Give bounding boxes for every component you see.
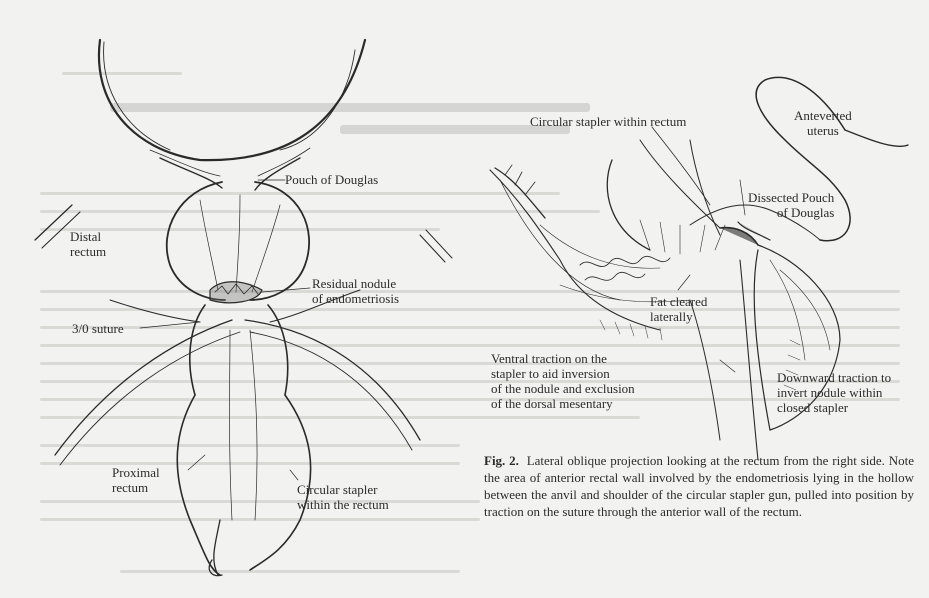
- figure-caption: Fig. 2. Lateral oblique projection looki…: [484, 452, 914, 520]
- label-downward-traction: Downward traction to invert nodule withi…: [777, 370, 891, 415]
- label-circular-stapler-right: Circular stapler within rectum: [530, 114, 686, 129]
- left-figure-drawing: [35, 40, 452, 576]
- label-pouch-of-douglas: Pouch of Douglas: [285, 172, 378, 187]
- caption-text: Lateral oblique projection looking at th…: [484, 453, 914, 519]
- label-anteverted-uterus: Anteverted uterus: [794, 108, 852, 138]
- label-residual-nodule: Residual nodule of endometriosis: [312, 276, 399, 306]
- label-suture: 3/0 suture: [72, 321, 124, 336]
- label-proximal-rectum: Proximal rectum: [112, 465, 160, 495]
- label-distal-rectum: Distal rectum: [70, 229, 106, 259]
- figure-number: Fig. 2.: [484, 453, 519, 468]
- label-fat-cleared: Fat cleared laterally: [650, 294, 707, 324]
- label-ventral-traction: Ventral traction on the stapler to aid i…: [491, 351, 635, 411]
- label-dissected-pouch: Dissected Pouch of Douglas: [748, 190, 834, 220]
- label-circular-stapler-left: Circular stapler within the rectum: [297, 482, 389, 512]
